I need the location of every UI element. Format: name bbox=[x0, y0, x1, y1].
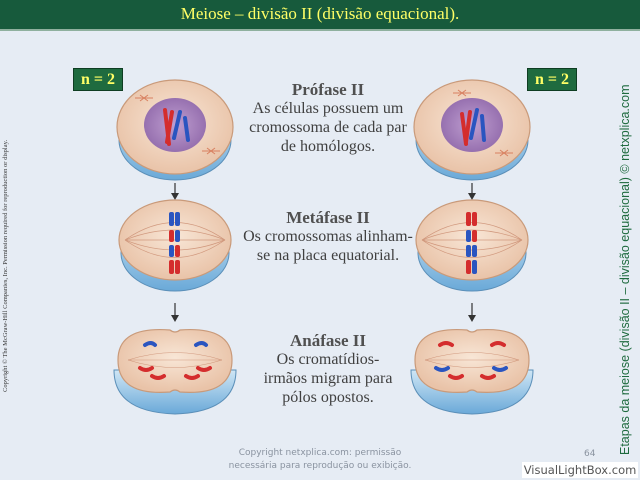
title-bar: Meiose – divisão II (divisão equacional)… bbox=[0, 0, 640, 31]
footer-line: Copyright netxplica.com: permissão bbox=[238, 448, 402, 458]
metaphase-line: se na placa equatorial. bbox=[256, 247, 400, 264]
prophase-line: As células possuem um bbox=[252, 100, 404, 117]
anaphase-cell-left bbox=[113, 328, 237, 415]
prophase-title: Prófase II bbox=[291, 80, 365, 99]
anaphase-title: Anáfase II bbox=[289, 331, 367, 350]
anaphase-description: Os cromatídios- irmãos migram para pólos… bbox=[228, 350, 428, 407]
metaphase-line: Os cromossomas alinham- bbox=[243, 228, 413, 245]
anaphase-line: irmãos migram para bbox=[263, 370, 393, 387]
ploidy-badge-right: n = 2 bbox=[527, 68, 577, 91]
ploidy-badge-left: n = 2 bbox=[73, 68, 123, 91]
prophase-line: de homólogos. bbox=[280, 138, 376, 155]
prophase-description: As células possuem um cromossoma de cada… bbox=[228, 99, 428, 156]
anaphase-line: pólos opostos. bbox=[282, 389, 374, 406]
footer-copyright: Copyright netxplica.com: permissão neces… bbox=[200, 447, 440, 473]
anaphase-line: Os cromatídios- bbox=[276, 351, 380, 368]
slide-title: Meiose – divisão II (divisão equacional)… bbox=[180, 4, 460, 23]
slide-canvas bbox=[0, 31, 640, 480]
publisher-copyright: Copyright © The McGraw-Hill Companies, I… bbox=[2, 139, 9, 392]
metaphase-cell-left bbox=[118, 199, 232, 292]
metaphase-title: Metáfase II bbox=[286, 208, 370, 227]
prophase-cell-left bbox=[116, 79, 234, 181]
page-number: 64 bbox=[584, 449, 596, 459]
metaphase-description: Os cromossomas alinham- se na placa equa… bbox=[228, 227, 428, 265]
watermark: VisualLightBox.com bbox=[522, 462, 638, 478]
anaphase-cell-right bbox=[410, 328, 534, 415]
prophase-line: cromossoma de cada par bbox=[249, 119, 407, 136]
meiosis-diagram bbox=[113, 79, 534, 415]
metaphase-cell-right bbox=[415, 199, 529, 292]
footer-line: necessária para reprodução ou exibição. bbox=[228, 461, 412, 471]
prophase-cell-right bbox=[413, 79, 531, 181]
side-caption: Etapas da meiose (divisão II – divisão e… bbox=[618, 84, 632, 455]
